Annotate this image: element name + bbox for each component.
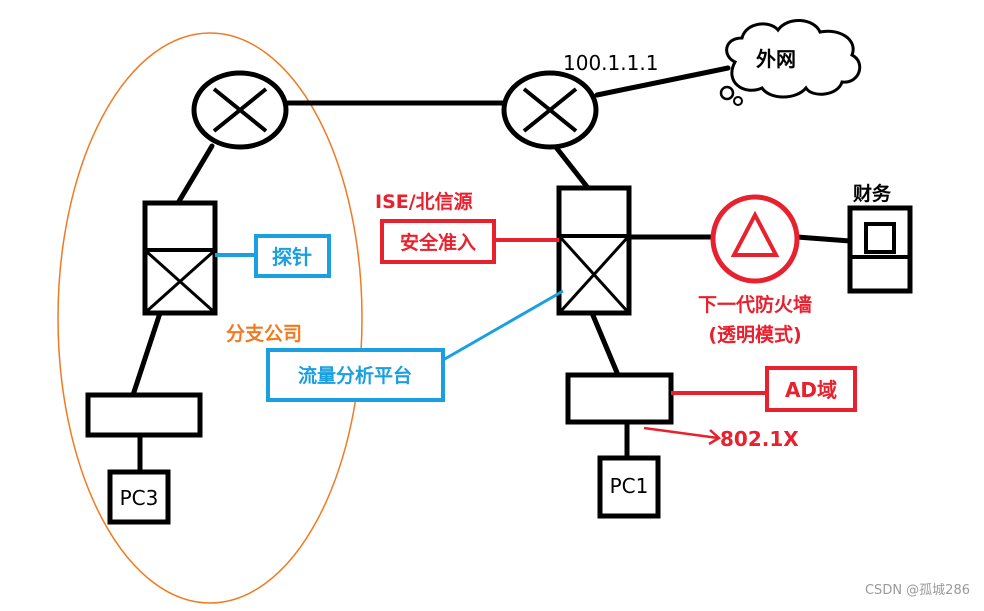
link-right-router-switch	[552, 143, 591, 191]
link-left-switch-box	[130, 310, 163, 398]
probe-box	[254, 234, 331, 278]
ad-label: AD域	[785, 378, 837, 402]
link-right-switch-box	[589, 310, 621, 378]
traffic-platform-box	[266, 348, 445, 402]
ip-label: 100.1.1.1	[563, 51, 658, 75]
firewall-label-line2: (透明模式)	[708, 323, 801, 346]
router-right	[501, 70, 599, 150]
switch-left	[142, 200, 218, 316]
access-box-left	[85, 392, 203, 438]
watermark: CSDN @孤城286	[864, 583, 970, 598]
link-platform-switch	[442, 289, 564, 362]
nac-label: 安全准入	[400, 231, 476, 254]
link-firewall-finance	[794, 234, 853, 244]
probe-label: 探针	[272, 245, 312, 269]
dot1x-arrow	[643, 426, 722, 446]
finance-server	[847, 205, 913, 294]
link-router-cloud	[594, 65, 731, 98]
branch-office-boundary	[57, 32, 363, 604]
finance-label: 财务	[853, 182, 892, 205]
pc1-label: PC1	[610, 474, 649, 498]
link-left-router-switch	[175, 143, 215, 206]
dot1x-label: 802.1X	[720, 427, 799, 451]
branch-label: 分支公司	[226, 323, 302, 345]
pc1-box	[597, 455, 661, 519]
pc3-label: PC3	[120, 486, 159, 510]
switch-right	[556, 185, 632, 316]
firewall-label-line1: 下一代防火墙	[698, 293, 812, 316]
router-left	[191, 70, 289, 150]
links	[130, 65, 853, 475]
ise-label: ISE/北信源	[375, 190, 473, 213]
cloud-label: 外网	[756, 47, 796, 71]
pc3-box	[107, 469, 171, 525]
firewall-icon	[710, 194, 800, 284]
internet-cloud: 外网	[719, 19, 862, 106]
traffic-platform-label: 流量分析平台	[298, 364, 412, 387]
ad-box	[765, 366, 857, 412]
access-box-right	[565, 372, 674, 425]
